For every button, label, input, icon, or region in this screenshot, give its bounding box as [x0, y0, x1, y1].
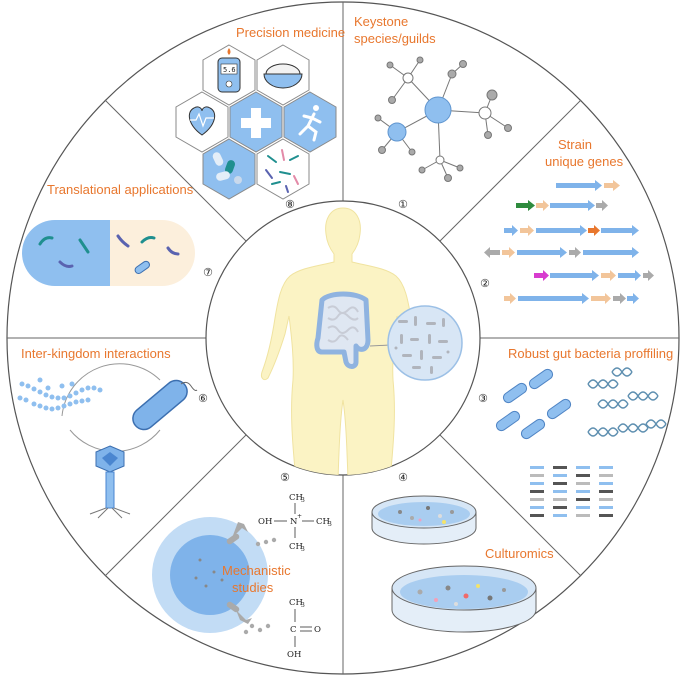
acetate-structure: CH 3 C O OH — [287, 598, 321, 660]
bacteriophage-icon — [89, 445, 131, 519]
interkingdom-number: ⑥ — [198, 392, 208, 405]
precision-title: Precision medicine — [236, 25, 345, 40]
food-bowl-icon — [263, 63, 303, 89]
mechanistic-number: ⑤ — [280, 471, 290, 484]
petri-dish-icon — [371, 495, 537, 633]
medical-cross-icon — [241, 108, 271, 138]
mechanistic-title: Mechanistic — [222, 563, 291, 578]
segment-keystone: Keystone species/guilds ① — [354, 14, 512, 211]
svg-text:3: 3 — [301, 546, 305, 553]
svg-text:CH: CH — [289, 542, 303, 552]
strain-title: Strain — [558, 137, 592, 152]
segment-interkingdom: Inter-kingdom interactions ⑥ — [17, 346, 208, 519]
glucose-meter-icon: 5.6 — [217, 48, 241, 93]
translational-number: ⑦ — [203, 266, 213, 279]
dna-icon — [587, 367, 667, 437]
svg-text:OH: OH — [287, 650, 301, 660]
precision-number: ⑧ — [285, 198, 295, 211]
svg-text:C: C — [290, 625, 297, 635]
strain-number: ② — [480, 277, 490, 290]
svg-text:3: 3 — [301, 602, 305, 609]
segment-profiling: Robust gut bacteria proffiling ③ — [478, 346, 673, 517]
keystone-title: Keystone — [354, 14, 408, 29]
segment-mechanistic: ⑤ Mechanistic studies CH 3 OH N + — [152, 471, 332, 660]
segment-precision: Precision medicine ⑧ 5.6 — [175, 25, 345, 211]
svg-text:OH: OH — [258, 517, 272, 527]
bacterium-icon — [132, 379, 198, 431]
keystone-subtitle: species/guilds — [354, 31, 436, 46]
keystone-number: ① — [398, 198, 408, 211]
network-icon — [374, 56, 512, 182]
profiling-number: ③ — [478, 392, 488, 405]
microbes-icon — [265, 149, 299, 193]
segment-culturomics: ④ Culturomics — [371, 471, 554, 633]
svg-text:N: N — [290, 517, 298, 527]
svg-text:+: + — [297, 513, 302, 520]
segment-strain: Strain unique genes — [480, 137, 654, 304]
heart-rate-icon — [188, 106, 216, 136]
svg-text:CH: CH — [289, 598, 303, 608]
translational-title: Translational applications — [47, 182, 194, 197]
sequencing-bars-icon — [530, 466, 613, 517]
svg-text:3: 3 — [301, 497, 305, 504]
svg-text:3: 3 — [328, 521, 332, 528]
culturomics-number: ④ — [398, 471, 408, 484]
fungus-chain-icon — [17, 377, 103, 412]
receptor-icon — [226, 522, 277, 635]
intestine-icon — [314, 291, 371, 369]
capsule-icon — [22, 220, 195, 286]
gene-arrows-icon — [484, 180, 654, 304]
culturomics-title: Culturomics — [485, 546, 554, 561]
svg-text:CH: CH — [289, 493, 303, 503]
svg-text:O: O — [314, 625, 321, 635]
magnifier-icon — [369, 305, 463, 381]
trimethylamine-structure: CH 3 OH N + CH 3 CH 3 — [258, 493, 332, 553]
running-person-icon — [298, 105, 322, 142]
svg-text:CH: CH — [316, 517, 330, 527]
mechanistic-subtitle: studies — [232, 580, 274, 595]
pills-icon — [212, 152, 242, 184]
cell-icon — [152, 517, 268, 633]
interkingdom-title: Inter-kingdom interactions — [21, 346, 171, 361]
svg-text:5.6: 5.6 — [223, 66, 236, 74]
segment-translational: Translational applications ⑦ — [22, 182, 213, 286]
strain-subtitle: unique genes — [545, 154, 624, 169]
bacterium-icon — [495, 368, 572, 440]
profiling-title: Robust gut bacteria proffiling — [508, 346, 673, 361]
